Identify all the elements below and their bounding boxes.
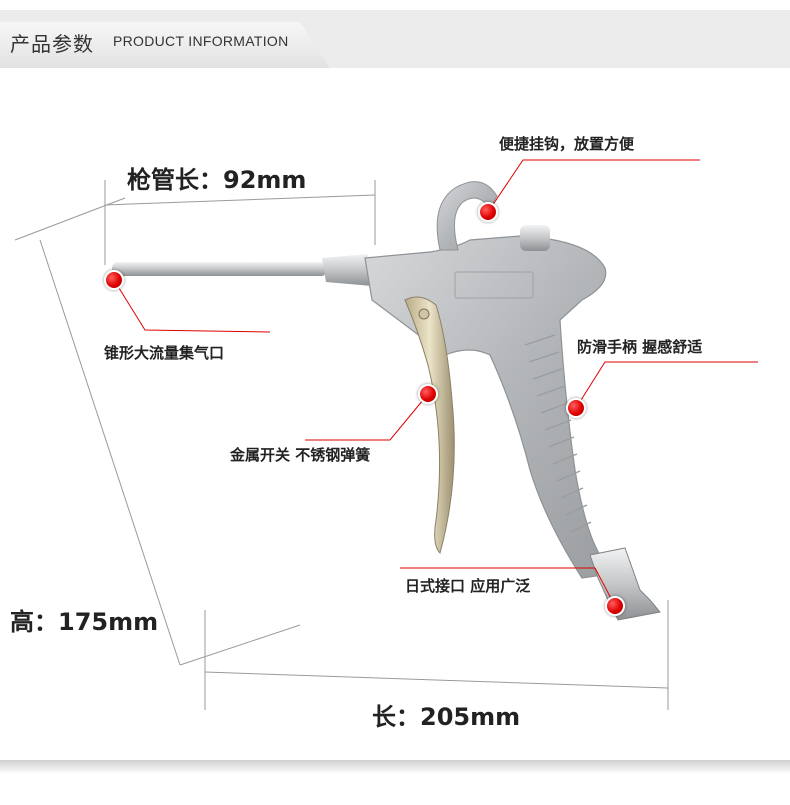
trigger-pivot (418, 308, 430, 320)
callout-coupler-label: 日式接口 应用广泛 (405, 577, 531, 595)
callout-handle-label: 防滑手柄 握感舒适 (577, 338, 703, 356)
grip-ribs (524, 334, 592, 533)
callout-dot-handle (566, 398, 586, 418)
length-dimension-line (204, 671, 669, 689)
barrel-length-label: 枪管长：92mm (127, 166, 307, 194)
callout-dot-hook (478, 202, 498, 222)
header-title-en: PRODUCT INFORMATION (113, 33, 289, 49)
gun-hook (436, 181, 498, 251)
callout-tip-label: 锥形大流量集气口 (104, 344, 225, 362)
callout-dot-tip (104, 270, 124, 290)
callout-lines (113, 159, 758, 607)
barrel-tube (112, 262, 327, 276)
callout-dot-trigger (418, 384, 438, 404)
trigger-lever (404, 296, 455, 554)
height-bottom-guide (179, 624, 301, 666)
coupler-fitting (589, 547, 661, 621)
callout-line-coupler (400, 567, 616, 607)
callout-line-trigger (305, 393, 429, 441)
height-top-guide (14, 197, 126, 241)
header-title-cn: 产品参数 (10, 32, 94, 56)
rear-knob (520, 225, 550, 251)
barrel-dimension-line (104, 194, 376, 206)
dimension-lines (14, 180, 669, 710)
barrel-nut (322, 254, 372, 286)
callout-hook-label: 便捷挂钩，放置方便 (499, 135, 635, 153)
length-label: 长：205mm (372, 703, 521, 731)
air-blow-gun (112, 181, 661, 621)
header-banner: 产品参数 PRODUCT INFORMATION (0, 10, 790, 68)
bottom-divider (0, 760, 790, 774)
label-plate (454, 271, 534, 299)
callout-line-hook (487, 159, 700, 213)
callout-trigger-label: 金属开关 不锈钢弹簧 (230, 446, 371, 464)
height-dimension-line (39, 239, 181, 666)
callout-dot-coupler (605, 596, 625, 616)
header-tab (0, 22, 330, 68)
callout-line-tip (113, 279, 271, 333)
callout-line-handle (575, 361, 758, 409)
height-label: 高：175mm (10, 608, 159, 636)
